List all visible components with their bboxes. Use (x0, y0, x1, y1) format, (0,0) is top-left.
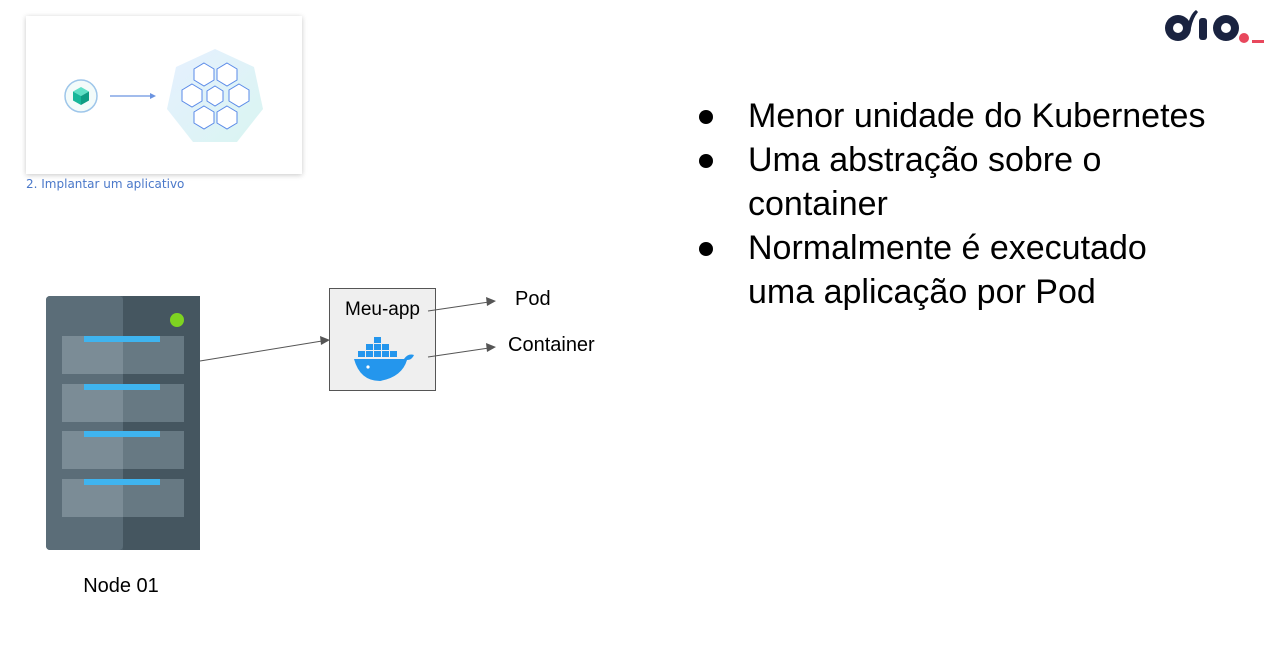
node-label: Node 01 (83, 575, 159, 597)
container-cube-icon (64, 79, 98, 113)
bullet-text: Normalmente é executado uma aplicação po… (748, 229, 1147, 311)
dio-logo-icon (1160, 6, 1268, 46)
bullet-dot-icon (699, 242, 713, 256)
bullet-item: Normalmente é executado uma aplicação po… (696, 226, 1216, 314)
cluster-heptagon-icon (167, 49, 263, 142)
deploy-arrow-icon (110, 93, 156, 99)
bullet-text: Uma abstração sobre o container (748, 141, 1102, 223)
container-label-arrow (427, 343, 496, 358)
server-node-icon (46, 296, 200, 550)
bullet-text: Menor unidade do Kubernetes (748, 97, 1206, 135)
deploy-app-thumbnail (26, 16, 302, 174)
pod-label: Pod (515, 288, 551, 310)
kubernetes-deploy-illustration (64, 49, 263, 142)
pod-box: Meu-app (329, 288, 436, 391)
container-label: Container (508, 334, 595, 356)
bullet-dot-icon (699, 110, 713, 124)
bullet-item: Uma abstração sobre o container (696, 138, 1216, 226)
server-drive-slots (62, 336, 184, 517)
node-to-pod-arrow (199, 336, 330, 362)
pod-label-arrow (427, 297, 496, 312)
status-light-icon (170, 313, 184, 327)
bullet-item: Menor unidade do Kubernetes (696, 94, 1216, 138)
pod-facts-list: Menor unidade do Kubernetes Uma abstraçã… (696, 94, 1216, 314)
docker-whale-icon (354, 337, 414, 381)
pod-box-label: Meu-app (345, 299, 420, 320)
bullet-dot-icon (699, 154, 713, 168)
thumbnail-caption: 2. Implantar um aplicativo (26, 177, 185, 191)
